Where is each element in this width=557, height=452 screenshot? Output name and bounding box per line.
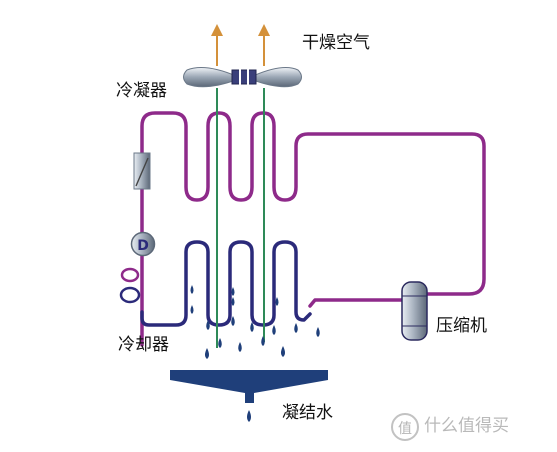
gauge-icon: D	[130, 231, 156, 257]
arrow-left-head	[211, 24, 223, 36]
cooler-label: 冷却器	[118, 335, 169, 355]
condenser-label: 冷凝器	[116, 81, 167, 101]
cooler-coil	[140, 240, 312, 327]
drain-droplet-icon	[247, 410, 251, 422]
valve-icon	[133, 152, 151, 190]
gauge-label: D	[137, 238, 149, 254]
arrow-right-head	[258, 24, 270, 36]
airflow-arrows	[211, 24, 270, 66]
dry-air-label: 干燥空气	[302, 33, 370, 53]
compressor-icon	[401, 281, 428, 341]
capillary-coil	[119, 267, 141, 304]
compressor-label: 压缩机	[436, 316, 487, 336]
watermark-text: 什么值得买	[424, 416, 509, 436]
droplet-icon	[190, 285, 320, 359]
watermark-logo-icon: 值	[391, 413, 419, 441]
condensate-tray	[170, 370, 328, 422]
svg-text:值: 值	[398, 421, 412, 437]
condensate-label: 凝结水	[282, 403, 333, 423]
condenser-coil	[140, 111, 486, 347]
fan-icon	[183, 67, 302, 88]
airflow-lines	[216, 88, 265, 348]
